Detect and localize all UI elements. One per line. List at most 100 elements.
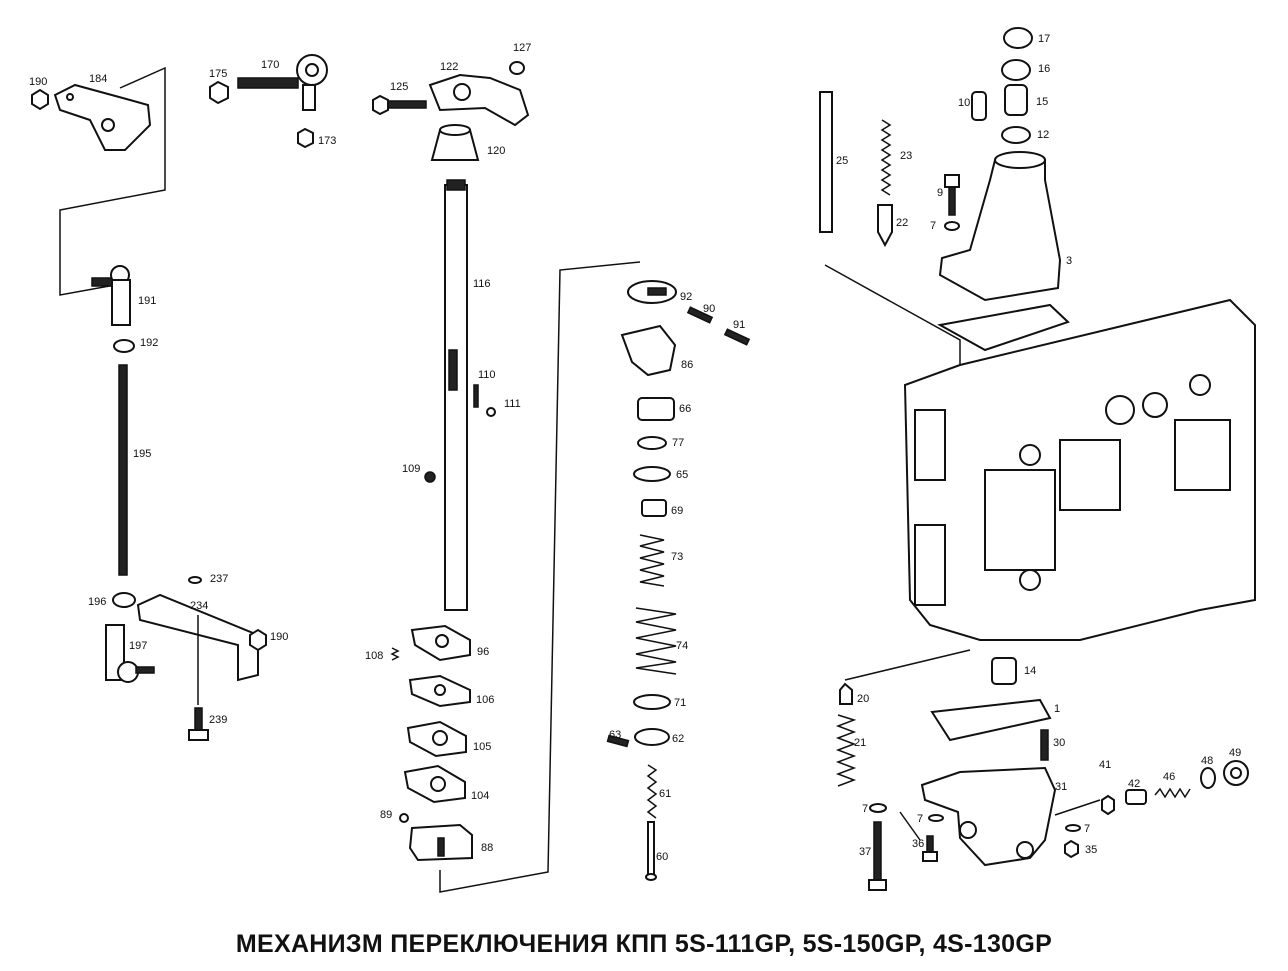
label-63: 63 [609, 729, 621, 741]
label-7c: 7 [917, 813, 923, 825]
label-7a: 7 [930, 220, 936, 232]
part-spring-108 [390, 647, 400, 661]
part-rod-end-170 [237, 54, 328, 111]
label-42: 42 [1128, 778, 1140, 790]
part-shaft-116 [444, 179, 468, 611]
part-plunger-20 [839, 682, 853, 705]
label-195: 195 [133, 448, 151, 460]
label-31: 31 [1055, 781, 1067, 793]
label-7b: 7 [862, 803, 868, 815]
part-sleeve-66 [637, 397, 675, 421]
part-pin-91 [723, 328, 751, 346]
label-77: 77 [672, 437, 684, 449]
label-66: 66 [679, 403, 691, 415]
label-25: 25 [836, 155, 848, 167]
part-spring-21 [835, 714, 857, 787]
part-plug-49 [1223, 760, 1249, 786]
housing-assembly [819, 27, 1256, 891]
label-106: 106 [476, 694, 494, 706]
part-plate-105 [406, 720, 467, 758]
part-pin-127 [509, 61, 525, 75]
part-nut-175 [209, 80, 229, 105]
part-washer-7d [1065, 824, 1081, 832]
label-190b: 190 [270, 631, 288, 643]
label-111: 111 [504, 398, 521, 410]
label-173: 173 [318, 135, 336, 147]
label-65: 65 [676, 469, 688, 481]
part-ball-89 [399, 813, 409, 823]
part-ring-16 [1001, 59, 1031, 81]
diagram-caption: МЕХАНИЗМ ПЕРЕКЛЮЧЕНИЯ КПП 5S-111GP, 5S-1… [235, 930, 1053, 958]
label-16: 16 [1038, 63, 1050, 75]
part-spring-73 [639, 534, 665, 587]
part-washer-7c [928, 814, 944, 822]
part-rod-195 [118, 364, 128, 576]
part-bearing-14 [991, 657, 1017, 685]
label-30: 30 [1053, 737, 1065, 749]
part-seal-17 [1003, 27, 1033, 49]
label-104: 104 [471, 790, 489, 802]
part-bolt-37 [868, 821, 887, 891]
label-74: 74 [676, 640, 688, 652]
part-nut-41 [1101, 794, 1115, 816]
part-bush-62 [634, 728, 670, 746]
part-plug-10 [971, 91, 987, 121]
part-plunger-42 [1125, 789, 1147, 805]
label-170: 170 [261, 59, 279, 71]
part-stud-30 [1040, 729, 1049, 761]
selector-shaft-assembly [372, 61, 641, 893]
label-37: 37 [859, 846, 871, 858]
label-192: 192 [140, 337, 158, 349]
part-nut-190 [31, 88, 49, 111]
part-block-88 [408, 823, 473, 862]
label-116: 116 [473, 278, 491, 290]
label-190: 190 [29, 76, 47, 88]
part-cover-31 [920, 766, 1057, 867]
part-lever-122 [428, 73, 530, 127]
label-184: 184 [89, 73, 107, 85]
part-plate-96 [410, 624, 471, 662]
label-239: 239 [209, 714, 227, 726]
label-122: 122 [440, 61, 458, 73]
part-nut-35 [1064, 839, 1079, 859]
part-ball-joint-197 [105, 624, 155, 683]
part-spring-61 [646, 764, 658, 819]
label-23: 23 [900, 150, 912, 162]
part-pin-60 [645, 821, 657, 881]
part-pin-90 [686, 306, 714, 324]
part-washer-77 [637, 436, 667, 450]
label-109: 109 [402, 463, 420, 475]
part-number-labels: 190 184 175 170 173 191 192 195 196 237 … [29, 33, 1241, 863]
label-12: 12 [1037, 129, 1049, 141]
label-108: 108 [365, 650, 383, 662]
part-spring-46 [1154, 787, 1191, 799]
label-41: 41 [1099, 759, 1111, 771]
part-spring-23 [880, 119, 892, 196]
label-46: 46 [1163, 771, 1175, 783]
part-ball-109 [424, 471, 436, 483]
label-7d: 7 [1084, 823, 1090, 835]
label-196: 196 [88, 596, 106, 608]
label-22: 22 [896, 217, 908, 229]
label-36: 36 [912, 838, 924, 850]
label-197: 197 [129, 640, 147, 652]
label-175: 175 [209, 68, 227, 80]
part-bolt-36 [922, 835, 938, 862]
part-clip-111 [486, 407, 496, 417]
part-ball-joint-191 [91, 265, 131, 326]
part-ring-12 [1001, 126, 1031, 144]
label-61: 61 [659, 788, 671, 800]
part-bolt-125 [372, 94, 427, 116]
label-105: 105 [473, 741, 491, 753]
label-96: 96 [477, 646, 489, 658]
part-cover-3 [938, 151, 1062, 302]
part-plate-106 [408, 674, 471, 708]
label-88: 88 [481, 842, 493, 854]
part-washer-65 [633, 466, 671, 482]
label-120: 120 [487, 145, 505, 157]
label-127: 127 [513, 42, 531, 54]
part-bush-15 [1004, 84, 1028, 116]
part-bracket-234 [136, 593, 259, 682]
part-pin-63 [606, 734, 630, 748]
